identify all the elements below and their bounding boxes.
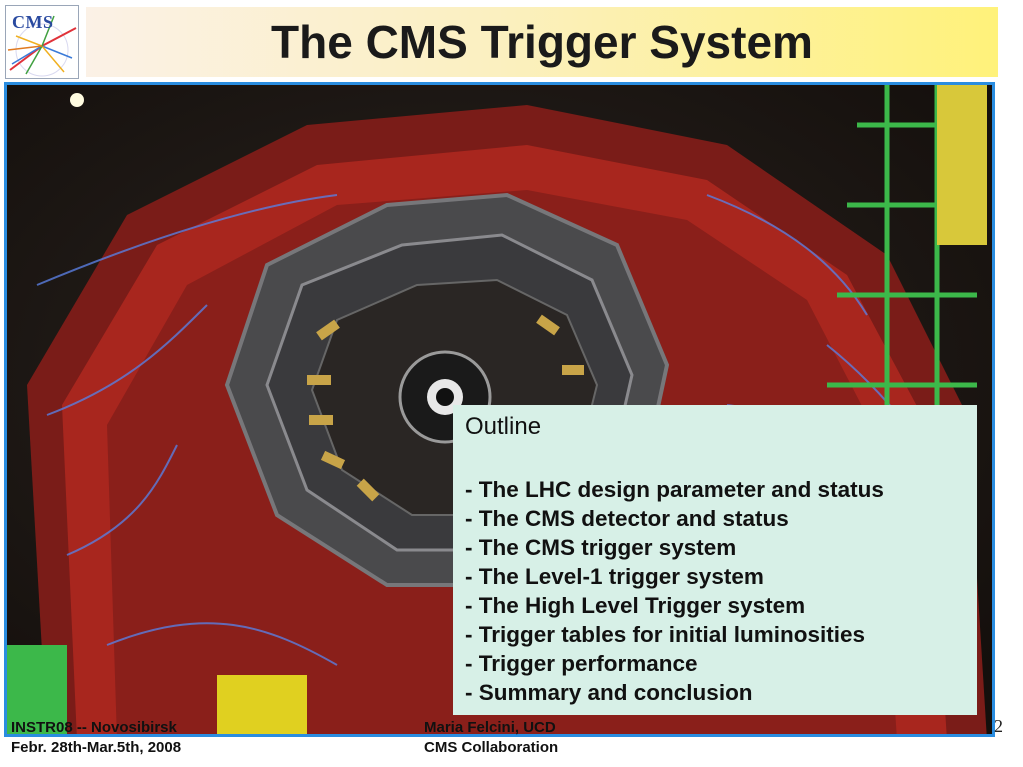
outline-list: - The LHC design parameter and status - … [465, 475, 965, 707]
outline-item: - The CMS trigger system [465, 535, 737, 560]
footer-author-name: Maria Felcini, UCD [424, 719, 556, 736]
page-number: 2 [994, 716, 1003, 736]
outline-item: - The CMS detector and status [465, 506, 789, 531]
footer-author: Maria Felcini, UCD CMS Collaboration [424, 718, 558, 758]
slide-title: The CMS Trigger System [271, 16, 813, 68]
calorimeter-modules [307, 314, 584, 502]
outline-item: - The Level-1 trigger system [465, 564, 764, 589]
footer-conference-name: INSTR08 -- Novosibirsk [11, 719, 177, 736]
logo-text: CMS [12, 12, 54, 32]
cms-logo: CMS [5, 5, 79, 79]
cms-logo-graphic [7, 15, 77, 77]
green-platform [7, 645, 67, 734]
yellow-crane [217, 675, 307, 734]
outline-item: - Trigger tables for initial luminositie… [465, 622, 866, 647]
footer-conference: INSTR08 -- Novosibirsk Febr. 28th-Mar.5t… [11, 718, 181, 758]
outline-item: - Summary and conclusion [465, 680, 753, 705]
outline-item: - The High Level Trigger system [465, 593, 806, 618]
footer-collaboration: CMS Collaboration [424, 739, 559, 756]
outline-panel: Outline - The LHC design parameter and s… [453, 405, 977, 715]
outline-heading: Outline [465, 413, 542, 440]
outline-item: - Trigger performance [465, 651, 698, 676]
title-bar: The CMS Trigger System [86, 7, 998, 77]
footer-conference-date: Febr. 28th-Mar.5th, 2008 [11, 739, 182, 756]
yellow-beam [937, 85, 987, 245]
outline-item: - The LHC design parameter and status [465, 477, 884, 502]
